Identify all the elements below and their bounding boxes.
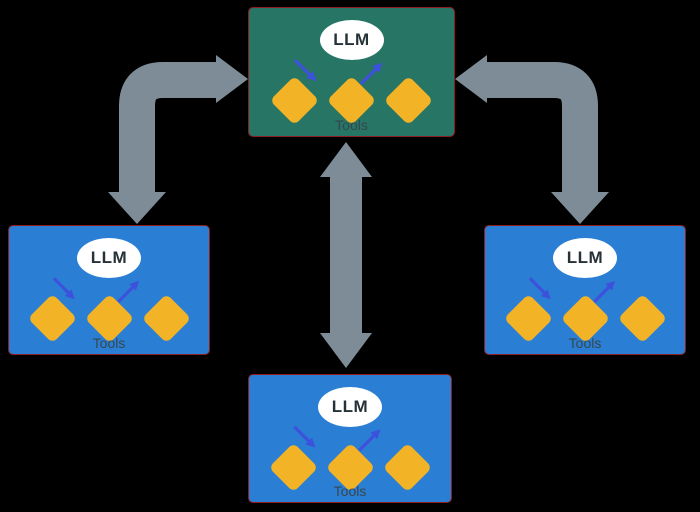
flow-arrows [293,425,381,452]
llm-label: LLM [333,30,370,49]
arrow-from-tool-icon [359,62,383,85]
llm-label: LLM [331,397,369,416]
connector-hub-left-arrow [108,55,248,224]
llm-ellipse: LLM [77,238,141,278]
agent-node-left: LLM Tools [8,225,210,355]
arrow-from-tool-icon [593,280,616,303]
llm-label: LLM [566,248,604,267]
llm-ellipse: LLM [318,387,382,427]
tools-row [249,75,454,126]
arrowhead-left-icon [455,55,487,103]
llm-label: LLM [90,248,128,267]
connector-hub-right-arrow [455,55,609,224]
connector-hub-bottom-arrow [320,142,372,368]
arrow-from-tool-icon [358,429,381,452]
flow-arrows [52,277,140,303]
tools-label: Tools [568,335,602,351]
agent-node-bottom: LLM Tools [248,374,452,503]
tools-label: Tools [333,483,367,499]
arrowhead-down-icon [108,192,166,224]
arrow-to-tool-icon [52,277,75,300]
tools-row [249,442,451,493]
llm-ellipse: LLM [319,20,384,60]
arrowhead-down-icon [320,333,372,368]
tools-row [9,293,209,344]
tools-row [485,293,685,344]
arrowhead-right-icon [216,55,248,103]
arrow-to-tool-icon [293,59,317,82]
llm-ellipse: LLM [553,238,617,278]
flow-arrows [293,59,383,85]
arrow-from-tool-icon [117,280,140,303]
tools-label: Tools [335,117,368,133]
arrow-to-tool-icon [293,425,316,448]
agent-node-top: LLM Tools [248,7,455,137]
arrowhead-up-icon [320,142,372,177]
arrowhead-down-icon [551,192,609,224]
arrow-to-tool-icon [528,277,551,300]
flow-arrows [528,277,616,303]
tools-label: Tools [92,335,126,351]
agent-node-right: LLM Tools [484,225,686,355]
